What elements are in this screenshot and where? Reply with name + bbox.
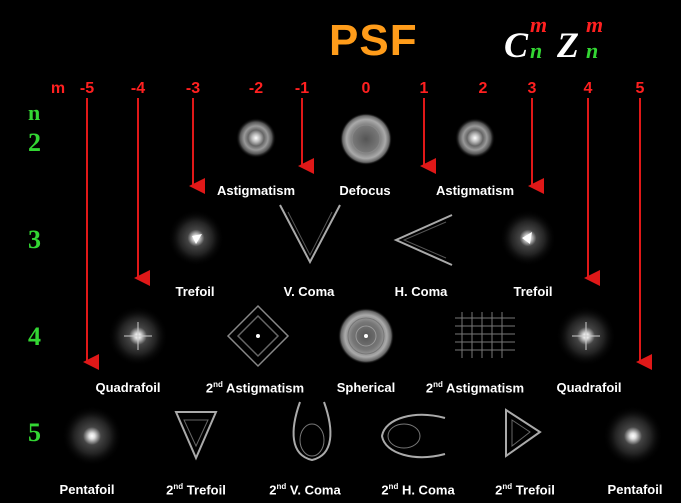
label-second-astigmatism-neg: 2nd Astigmatism (205, 380, 305, 396)
label-second-h-coma: 2nd H. Coma (381, 482, 455, 498)
psf-second-trefoil-neg (174, 411, 218, 461)
label-trefoil-neg: Trefoil (175, 284, 215, 299)
m-value: 2 (478, 80, 488, 97)
psf-second-astigmatism-pos (455, 312, 515, 358)
label-pentafoil-neg: Pentafoil (59, 482, 115, 497)
label-pentafoil-pos: Pentafoil (607, 482, 663, 497)
zernike-formula: C m n Z m n (500, 12, 630, 74)
formula-c-sub: n (530, 38, 543, 63)
label-quadrafoil-neg: Quadrafoil (95, 380, 161, 395)
m-axis-symbol: m (50, 80, 66, 97)
formula-c-sup: m (530, 12, 548, 37)
label-second-v-coma: 2nd V. Coma (269, 482, 341, 498)
label-spherical: Spherical (336, 380, 396, 395)
n-value: 4 (28, 322, 41, 351)
formula-z-sup: m (586, 12, 604, 37)
psf-defocus (340, 113, 392, 165)
n-value: 2 (28, 128, 41, 157)
m-value: -1 (294, 80, 310, 97)
psf-second-h-coma (380, 413, 446, 459)
label-second-trefoil-neg: 2nd Trefoil (166, 482, 226, 498)
label-second-trefoil-pos: 2nd Trefoil (495, 482, 555, 498)
label-second-astigmatism-pos: 2nd Astigmatism (425, 380, 525, 396)
psf-astigmatism-pos (455, 118, 495, 158)
psf-second-v-coma (292, 401, 332, 462)
m-value: -5 (79, 80, 95, 97)
psf-pentafoil-neg (62, 406, 122, 466)
label-astigmatism-neg: Astigmatism (216, 183, 296, 198)
label-astigmatism-pos: Astigmatism (435, 183, 515, 198)
psf-h-coma (393, 214, 453, 266)
formula-z: Z (557, 25, 579, 65)
m-value: 5 (635, 80, 645, 97)
m-value: 0 (361, 80, 371, 97)
label-v-coma: V. Coma (283, 284, 335, 299)
n-value: 3 (28, 225, 41, 254)
m-value: 1 (419, 80, 429, 97)
m-value: -4 (130, 80, 146, 97)
formula-z-sub: n (586, 38, 599, 63)
m-value: 4 (583, 80, 593, 97)
label-quadrafoil-pos: Quadrafoil (556, 380, 622, 395)
n-axis-symbol: n (28, 100, 41, 125)
m-arrows (83, 98, 652, 370)
psf-second-trefoil-pos (505, 408, 542, 458)
label-defocus: Defocus (339, 183, 391, 198)
psf-astigmatism-neg (236, 118, 276, 158)
m-value: -2 (248, 80, 264, 97)
page-title: PSF (329, 16, 418, 65)
psf-second-astigmatism-neg (226, 304, 290, 368)
label-h-coma: H. Coma (394, 284, 448, 299)
m-value: -3 (185, 80, 201, 97)
m-value: 3 (527, 80, 537, 97)
psf-pentafoil-pos (603, 406, 663, 466)
psf-v-coma (279, 204, 341, 265)
formula-c: C (504, 25, 529, 65)
label-trefoil-pos: Trefoil (513, 284, 553, 299)
n-value: 5 (28, 418, 41, 447)
